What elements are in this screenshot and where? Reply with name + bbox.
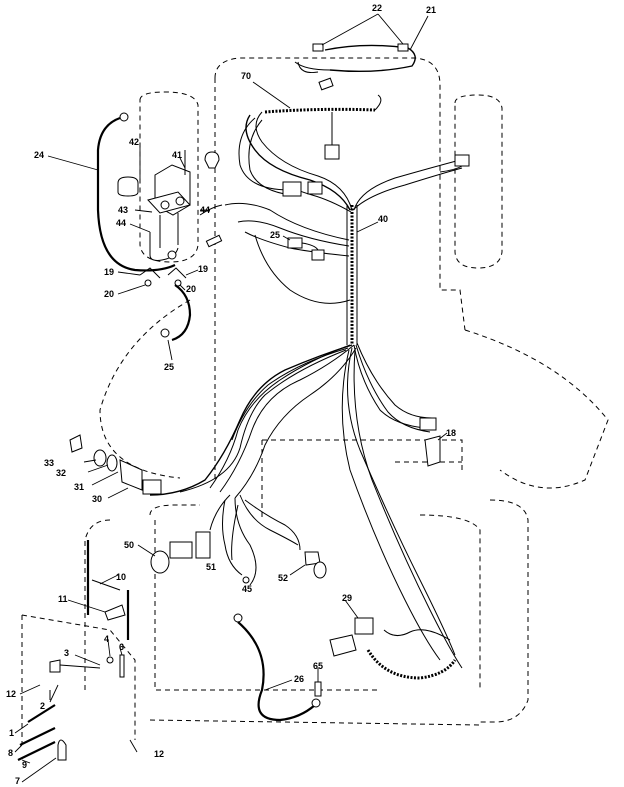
part-upper bbox=[204, 151, 220, 169]
label-11: 11 bbox=[58, 594, 68, 604]
label-51: 51 bbox=[206, 562, 216, 572]
label-19-left: 19 bbox=[104, 267, 114, 277]
cable-26-terminal bbox=[233, 613, 243, 623]
ignition-switch-assembly bbox=[69, 434, 162, 495]
label-22: 22 bbox=[372, 3, 382, 13]
ground-terminal bbox=[160, 328, 170, 338]
label-41: 41 bbox=[172, 150, 182, 160]
battery-cable-24 bbox=[96, 112, 192, 342]
label-7: 7 bbox=[15, 776, 20, 786]
terminal-45 bbox=[242, 576, 250, 584]
plug-50 bbox=[169, 541, 193, 559]
label-65: 65 bbox=[313, 661, 323, 671]
label-20-right: 20 bbox=[186, 284, 196, 294]
cable-terminal bbox=[119, 112, 129, 122]
label-3: 3 bbox=[64, 648, 69, 658]
main-harness bbox=[149, 111, 463, 669]
connector-25-top bbox=[287, 237, 325, 261]
label-2: 2 bbox=[40, 701, 45, 711]
connector-25-a bbox=[287, 237, 303, 249]
ground-cable-26 bbox=[233, 613, 322, 722]
lower-connectors bbox=[150, 531, 327, 584]
bracket-11 bbox=[104, 604, 126, 621]
switch-30 bbox=[119, 459, 143, 491]
ring-terminal bbox=[167, 250, 177, 260]
plug-70-sleeve bbox=[264, 94, 382, 160]
connector-right-top bbox=[454, 154, 470, 167]
label-24: 24 bbox=[34, 150, 44, 160]
cable-26-end bbox=[311, 698, 321, 708]
nut-32 bbox=[93, 449, 107, 467]
connector-18 bbox=[419, 417, 441, 467]
fuse-42 bbox=[117, 176, 139, 197]
label-10: 10 bbox=[116, 572, 126, 582]
label-70: 70 bbox=[241, 71, 251, 81]
plug-70-connector bbox=[324, 144, 340, 160]
key-33 bbox=[69, 434, 83, 453]
label-25-mid: 25 bbox=[164, 362, 174, 372]
connector-box bbox=[282, 181, 302, 197]
label-18: 18 bbox=[446, 428, 456, 438]
label-12-right: 12 bbox=[154, 749, 164, 759]
connector-25-b bbox=[311, 249, 325, 261]
label-43: 43 bbox=[118, 205, 128, 215]
switch-29-body bbox=[354, 617, 374, 635]
connector-box-2 bbox=[307, 181, 323, 195]
label-50: 50 bbox=[124, 540, 134, 550]
plug-51 bbox=[195, 531, 211, 559]
label-26: 26 bbox=[294, 674, 304, 684]
center-connectors bbox=[282, 154, 470, 197]
switch-plug bbox=[142, 479, 162, 495]
label-40: 40 bbox=[378, 214, 388, 224]
label-21: 21 bbox=[426, 5, 436, 15]
label-45: 45 bbox=[242, 584, 252, 594]
label-1: 1 bbox=[9, 728, 14, 738]
relay-18 bbox=[424, 435, 441, 467]
bolt-65 bbox=[314, 681, 322, 697]
spiral-wrap-40 bbox=[346, 205, 358, 345]
bracket-assembly bbox=[17, 540, 130, 761]
label-31: 31 bbox=[74, 482, 84, 492]
label-33: 33 bbox=[44, 458, 54, 468]
connector-22-right bbox=[397, 43, 409, 52]
plug-connector bbox=[318, 77, 334, 91]
solenoid-assembly bbox=[117, 150, 223, 287]
harness-21 bbox=[294, 43, 416, 91]
washer-31 bbox=[106, 454, 118, 472]
label-20-left: 20 bbox=[104, 289, 114, 299]
nut-20-left bbox=[144, 279, 152, 287]
label-32: 32 bbox=[56, 468, 66, 478]
bulb-52 bbox=[313, 561, 327, 579]
switch-29 bbox=[329, 617, 457, 680]
lamp-50 bbox=[150, 550, 170, 574]
label-44-left: 44 bbox=[116, 218, 126, 228]
label-30: 30 bbox=[92, 494, 102, 504]
part-4 bbox=[106, 656, 114, 664]
label-4: 4 bbox=[104, 634, 109, 644]
tractor-outline bbox=[21, 57, 609, 745]
connector-44 bbox=[205, 234, 223, 248]
label-52: 52 bbox=[278, 573, 288, 583]
callout-labels: 22 21 70 42 41 24 43 44 44 40 25 19 19 2… bbox=[6, 3, 456, 786]
part-7 bbox=[57, 739, 67, 761]
label-9: 9 bbox=[22, 760, 27, 770]
part-3 bbox=[49, 659, 61, 673]
switch-29-plug bbox=[329, 634, 357, 657]
connector-22-left bbox=[312, 43, 324, 52]
label-42: 42 bbox=[129, 137, 139, 147]
terminal bbox=[160, 200, 170, 210]
label-29: 29 bbox=[342, 593, 352, 603]
part-6 bbox=[119, 654, 125, 678]
label-12-left: 12 bbox=[6, 689, 16, 699]
label-6: 6 bbox=[119, 642, 124, 652]
label-25-top: 25 bbox=[270, 230, 280, 240]
label-19-right: 19 bbox=[198, 264, 208, 274]
terminal-2 bbox=[175, 196, 185, 206]
connector-18-plug bbox=[419, 417, 437, 431]
leader-lines bbox=[14, 13, 448, 783]
label-8: 8 bbox=[8, 748, 13, 758]
label-44-right: 44 bbox=[200, 205, 210, 215]
